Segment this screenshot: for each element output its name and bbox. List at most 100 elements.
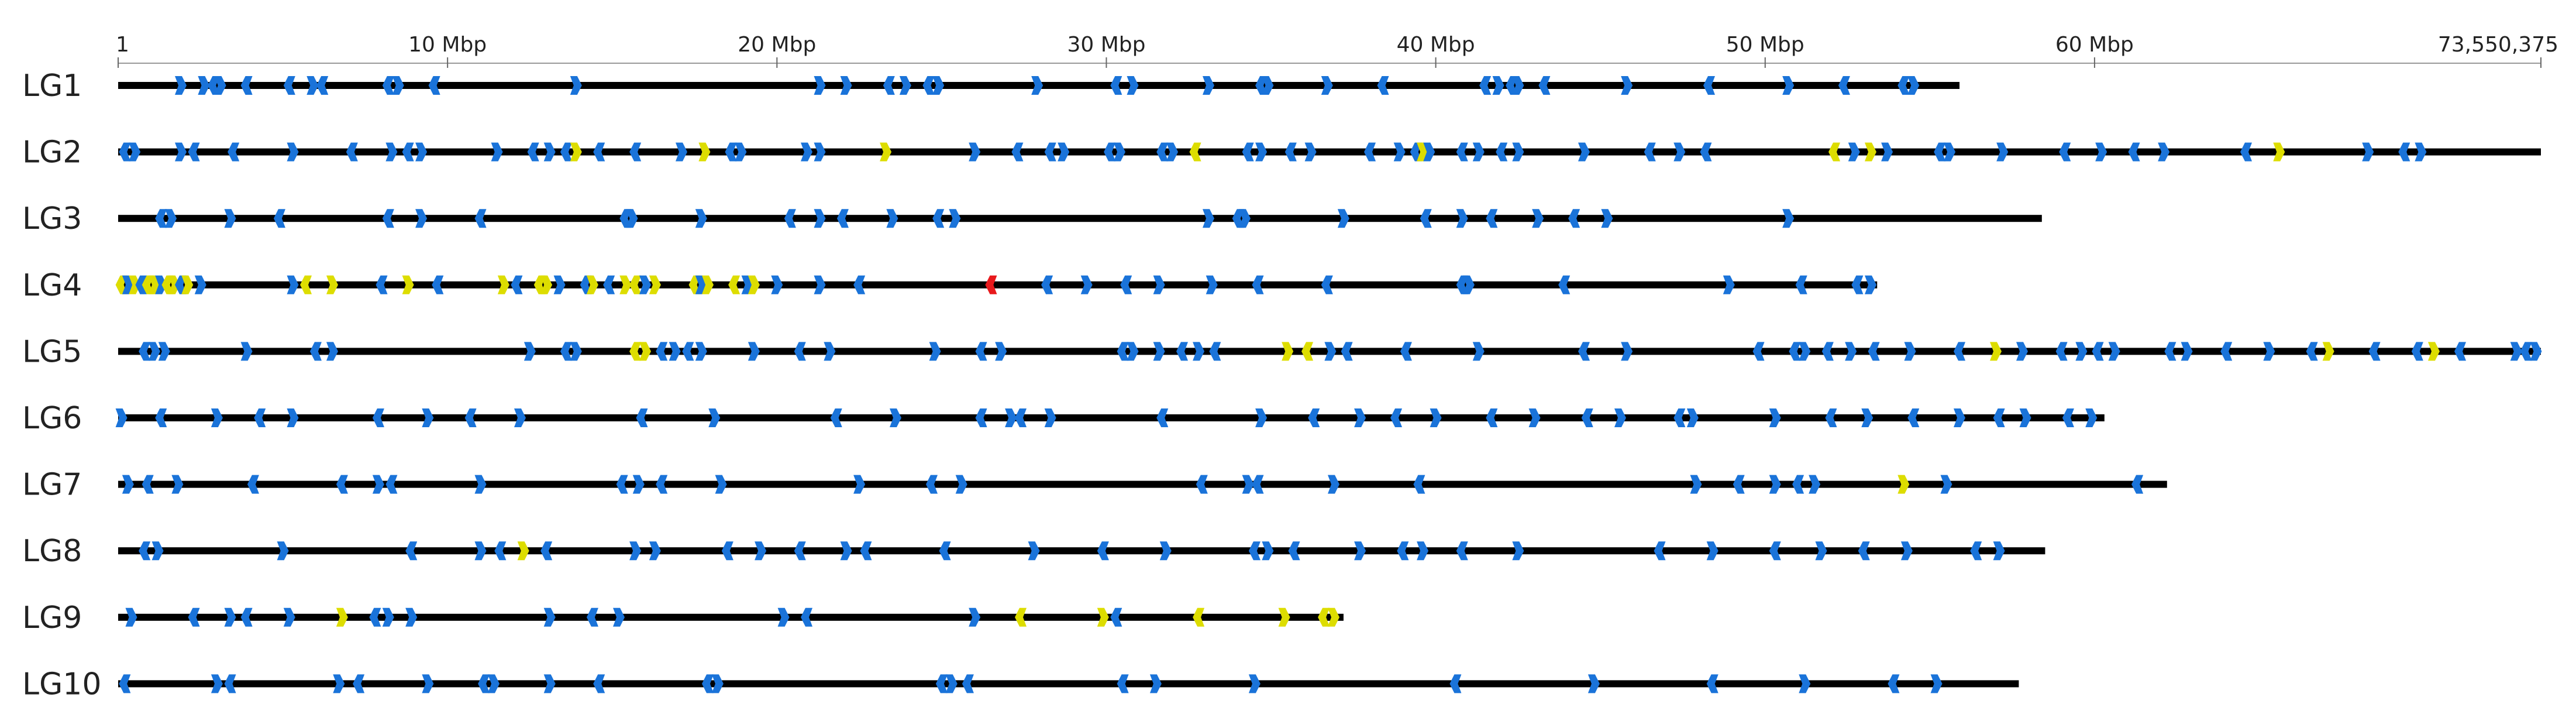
- ruler-tick-label: 40 Mbp: [1397, 33, 1475, 57]
- feature-arrow-blue: [1538, 76, 1551, 95]
- feature-arrow-blue: [932, 209, 945, 228]
- feature-arrow-blue: [1845, 342, 1857, 361]
- feature-arrow-blue: [148, 342, 160, 361]
- feature-arrow-blue: [890, 408, 901, 427]
- feature-arrow-blue: [1120, 275, 1132, 294]
- feature-arrow-blue: [240, 607, 253, 627]
- feature-arrow-blue: [422, 408, 434, 427]
- feature-arrow-blue: [883, 76, 895, 95]
- feature-arrow-yellow: [517, 541, 529, 561]
- feature-arrow-blue: [139, 541, 151, 561]
- feature-arrow-blue: [142, 475, 154, 494]
- feature-arrow-blue: [2181, 342, 2193, 361]
- chromosome-label: LG6: [22, 401, 82, 436]
- feature-arrow-blue: [629, 541, 642, 561]
- feature-arrow-blue: [899, 76, 911, 95]
- feature-arrow-yellow: [1328, 607, 1339, 627]
- feature-arrow-blue: [1954, 342, 1965, 361]
- feature-arrow-blue: [155, 209, 167, 228]
- feature-arrow-blue: [214, 76, 226, 95]
- feature-arrow-blue: [1868, 342, 1880, 361]
- feature-arrow-blue: [593, 142, 605, 162]
- feature-arrow-blue: [629, 142, 642, 162]
- feature-arrow-blue: [1621, 342, 1633, 361]
- feature-arrow-blue: [122, 475, 134, 494]
- feature-arrow-blue: [494, 541, 507, 561]
- feature-arrow-blue: [1005, 408, 1017, 427]
- feature-arrow-blue: [158, 342, 170, 361]
- feature-arrow-blue: [382, 209, 394, 228]
- feature-arrow-blue: [1058, 142, 1070, 162]
- feature-arrow-blue: [1044, 142, 1056, 162]
- feature-arrow-blue: [1354, 408, 1366, 427]
- feature-arrow-blue: [1673, 142, 1686, 162]
- feature-arrow-blue: [1203, 209, 1214, 228]
- feature-arrow-yellow: [1318, 607, 1330, 627]
- feature-arrow-blue: [1242, 142, 1254, 162]
- feature-arrow-blue: [464, 408, 477, 427]
- feature-arrow-blue: [695, 209, 707, 228]
- feature-arrow-blue: [2095, 142, 2107, 162]
- feature-arrow-blue: [254, 408, 266, 427]
- feature-arrow-blue: [309, 342, 322, 361]
- chromosome-row: LG10: [22, 667, 2019, 702]
- feature-arrow-blue: [932, 76, 945, 95]
- feature-arrow-blue: [428, 76, 440, 95]
- feature-arrow-blue: [1456, 142, 1468, 162]
- feature-arrow-blue: [224, 209, 236, 228]
- feature-arrow-blue: [1587, 674, 1600, 693]
- feature-arrow-blue: [1865, 275, 1876, 294]
- feature-arrow-yellow: [2273, 142, 2285, 162]
- feature-arrow-blue: [1117, 342, 1129, 361]
- chromosome-bar: [118, 547, 2045, 555]
- feature-arrow-yellow: [1015, 607, 1027, 627]
- feature-arrow-blue: [240, 76, 253, 95]
- feature-arrow-blue: [1209, 342, 1221, 361]
- feature-arrow-blue: [1799, 674, 1811, 693]
- feature-arrow-yellow: [181, 275, 194, 294]
- feature-arrow-blue: [794, 541, 806, 561]
- feature-arrow-blue: [1673, 408, 1686, 427]
- feature-arrow-blue: [886, 209, 898, 228]
- feature-arrow-blue: [708, 408, 721, 427]
- feature-arrow-blue: [119, 142, 131, 162]
- feature-arrow-blue: [962, 674, 974, 693]
- feature-arrow-blue: [326, 342, 338, 361]
- chromosome-bar: [118, 414, 2105, 421]
- feature-arrow-blue: [2306, 342, 2318, 361]
- feature-arrow-blue: [353, 674, 365, 693]
- feature-arrow-blue: [649, 541, 661, 561]
- feature-arrow-blue: [1255, 408, 1268, 427]
- feature-arrow-blue: [995, 342, 1007, 361]
- feature-arrow-blue: [2220, 342, 2233, 361]
- feature-arrow-blue: [1449, 674, 1462, 693]
- feature-arrow-blue: [613, 607, 625, 627]
- chromosome-label: LG4: [22, 268, 82, 303]
- feature-arrow-blue: [1496, 142, 1508, 162]
- chromosome-bar: [118, 613, 1344, 621]
- feature-arrow-blue: [211, 674, 223, 693]
- feature-arrow-blue: [748, 342, 760, 361]
- feature-arrow-blue: [524, 342, 536, 361]
- feature-arrow-blue: [1472, 142, 1485, 162]
- feature-arrow-blue: [1558, 275, 1571, 294]
- feature-arrow-blue: [1364, 142, 1376, 162]
- feature-arrow-blue: [540, 541, 553, 561]
- chromosome-row: LG7: [22, 468, 2167, 503]
- feature-arrow-blue: [2108, 342, 2120, 361]
- feature-arrow-blue: [922, 76, 935, 95]
- feature-arrow-blue: [656, 342, 668, 361]
- feature-arrow-blue: [1644, 142, 1656, 162]
- feature-arrow-blue: [1321, 76, 1333, 95]
- feature-arrow-blue: [935, 674, 948, 693]
- feature-arrow-blue: [1851, 275, 1864, 294]
- feature-arrow-blue: [1479, 76, 1492, 95]
- feature-arrow-yellow: [497, 275, 509, 294]
- feature-arrow-yellow: [168, 275, 180, 294]
- feature-arrow-blue: [1127, 76, 1139, 95]
- feature-arrow-blue: [1242, 475, 1254, 494]
- feature-arrow-blue: [1486, 209, 1498, 228]
- feature-arrow-blue: [593, 674, 605, 693]
- feature-arrow-blue: [1462, 275, 1475, 294]
- feature-arrow-blue: [682, 342, 694, 361]
